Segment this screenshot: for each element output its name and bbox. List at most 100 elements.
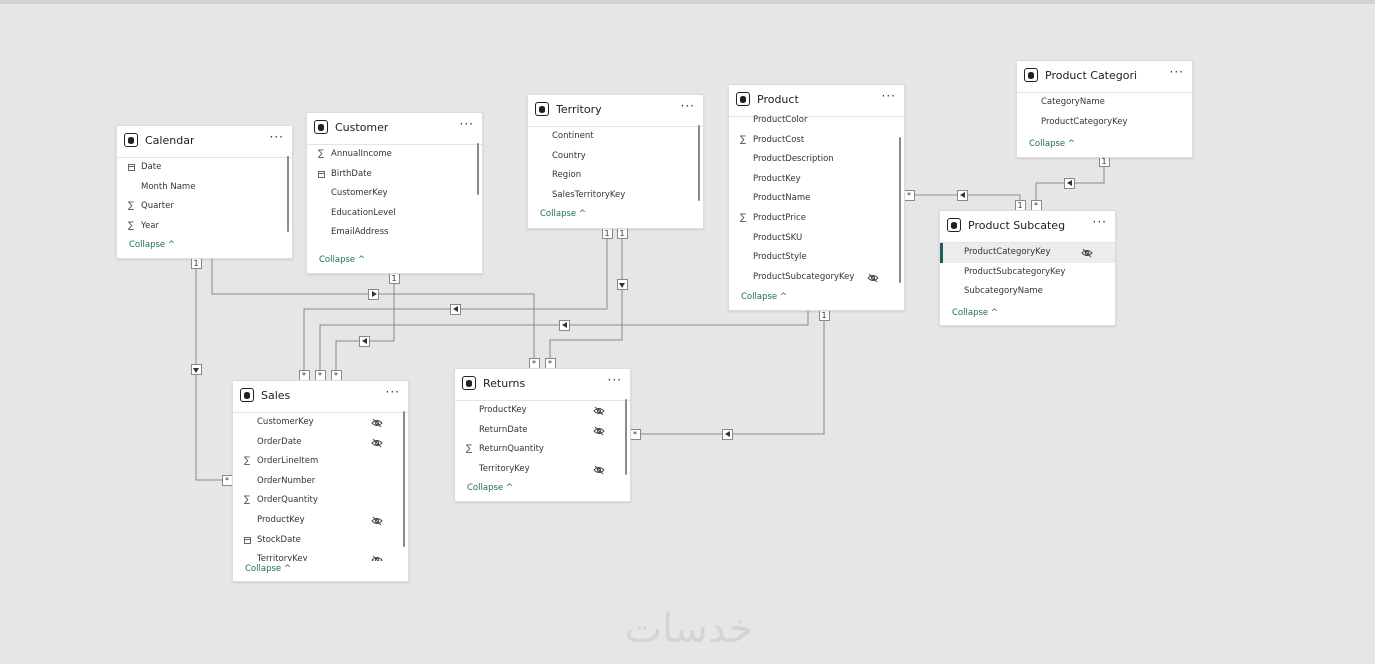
table-title: Product [757,93,799,106]
field-row[interactable]: TerritoryKey [233,550,408,561]
field-label: AnnualIncome [331,149,392,159]
field-row[interactable]: EducationLevel [307,204,482,224]
field-row[interactable]: ∑ProductPrice [729,209,904,229]
field-row[interactable]: TerritoryKey [455,460,630,480]
field-row[interactable]: EmailAddress [307,223,482,243]
collapse-button[interactable]: Collapse ^ [245,564,291,574]
field-row[interactable]: ReturnDate [455,421,630,441]
field-row[interactable]: Continent [528,127,703,147]
more-options-button[interactable]: ··· [881,89,896,103]
field-row[interactable]: ProductColor [729,111,904,131]
field-row[interactable]: Region [528,166,703,186]
filter-direction-left-icon [1063,177,1075,189]
scrollbar[interactable] [477,143,479,195]
scrollbar[interactable] [287,156,289,232]
filter-direction-left-icon [721,428,733,440]
field-row[interactable]: OrderNumber [233,472,408,492]
more-options-button[interactable]: ··· [385,385,400,399]
field-label: ProductColor [753,115,808,125]
field-row[interactable]: ∑Quarter [117,197,292,217]
field-row[interactable]: ProductName [729,189,904,209]
field-row[interactable]: ∑OrderQuantity [233,491,408,511]
table-title: Product Categori [1045,69,1138,82]
table-icon [462,376,476,390]
cardinality-many-badge: * [314,369,326,381]
field-row[interactable]: SubcategoryName [940,282,1115,302]
field-row[interactable]: Month Name [117,178,292,198]
table-icon [736,92,750,106]
collapse-button[interactable]: Collapse ^ [540,209,586,219]
field-row[interactable]: ∑ReturnQuantity [455,440,630,460]
cardinality-many-badge: * [629,428,641,440]
filter-direction-left-icon [558,319,570,331]
more-options-button[interactable]: ··· [680,99,695,113]
field-row[interactable]: ProductCategoryKey [940,243,1115,263]
filter-direction-right-icon [367,288,379,300]
more-options-button[interactable]: ··· [607,373,622,387]
field-label: TerritoryKey [257,554,308,561]
field-row[interactable]: ∑OrderLineItem [233,452,408,472]
more-options-button[interactable]: ··· [1169,65,1184,79]
eye-hidden-icon [593,406,605,416]
table-icon [240,388,254,402]
field-row[interactable]: BirthDate [307,165,482,185]
field-row[interactable]: ProductSubcategoryKey [940,263,1115,283]
field-label: ProductPrice [753,212,807,223]
more-options-button[interactable]: ··· [459,117,474,131]
field-row[interactable]: ∑ProductCost [729,131,904,151]
collapse-button[interactable]: Collapse ^ [319,255,365,265]
field-label: CategoryName [1041,97,1105,107]
field-label: ProductCategoryKey [1041,116,1128,127]
collapse-button[interactable]: Collapse ^ [467,483,513,493]
field-label: StockDate [257,534,301,545]
more-options-button[interactable]: ··· [269,130,284,144]
field-row[interactable]: ProductSKU [729,229,904,249]
field-row[interactable]: Date [117,158,292,178]
field-row[interactable]: ProductStyle [729,248,904,268]
field-label: OrderNumber [257,475,316,486]
field-row[interactable]: StockDate [233,531,408,551]
scrollbar[interactable] [698,125,700,201]
collapse-button[interactable]: Collapse ^ [129,240,175,250]
field-row[interactable]: ProductSubcategoryKey [729,268,904,288]
collapse-button[interactable]: Collapse ^ [1029,139,1075,149]
field-row[interactable]: ∑AnnualIncome [307,145,482,165]
field-row[interactable]: ProductKey [233,511,408,531]
field-label: OrderDate [257,436,302,447]
collapse-button[interactable]: Collapse ^ [741,292,787,302]
field-row[interactable]: ProductDescription [729,150,904,170]
field-row[interactable]: ProductKey [455,401,630,421]
sigma-icon: ∑ [243,456,251,467]
field-label: ProductSubcategoryKey [964,266,1066,277]
field-label: Month Name [141,181,196,192]
collapse-button[interactable]: Collapse ^ [952,308,998,318]
field-row[interactable]: ProductCategoryKey [1017,113,1192,133]
field-row[interactable]: CategoryName [1017,93,1192,113]
cardinality-many-badge: * [903,189,915,201]
eye-hidden-icon [371,516,383,526]
field-row[interactable]: OrderDate [233,433,408,453]
field-row[interactable]: SalesTerritoryKey [528,186,703,206]
field-label: Region [552,170,582,181]
field-row[interactable]: CustomerKey [307,184,482,204]
cardinality-many-badge: * [298,369,310,381]
sigma-icon: ∑ [127,220,135,231]
field-row[interactable]: Country [528,147,703,167]
field-label: ProductCategoryKey [964,247,1051,257]
scrollbar[interactable] [403,411,405,547]
cardinality-many-badge: * [544,357,556,369]
scrollbar[interactable] [899,137,901,283]
field-row[interactable]: ProductKey [729,170,904,190]
field-row[interactable]: CustomerKey [233,413,408,433]
field-row[interactable]: ∑Year [117,217,292,237]
scrollbar[interactable] [625,399,627,475]
more-options-button[interactable]: ··· [1092,215,1107,229]
